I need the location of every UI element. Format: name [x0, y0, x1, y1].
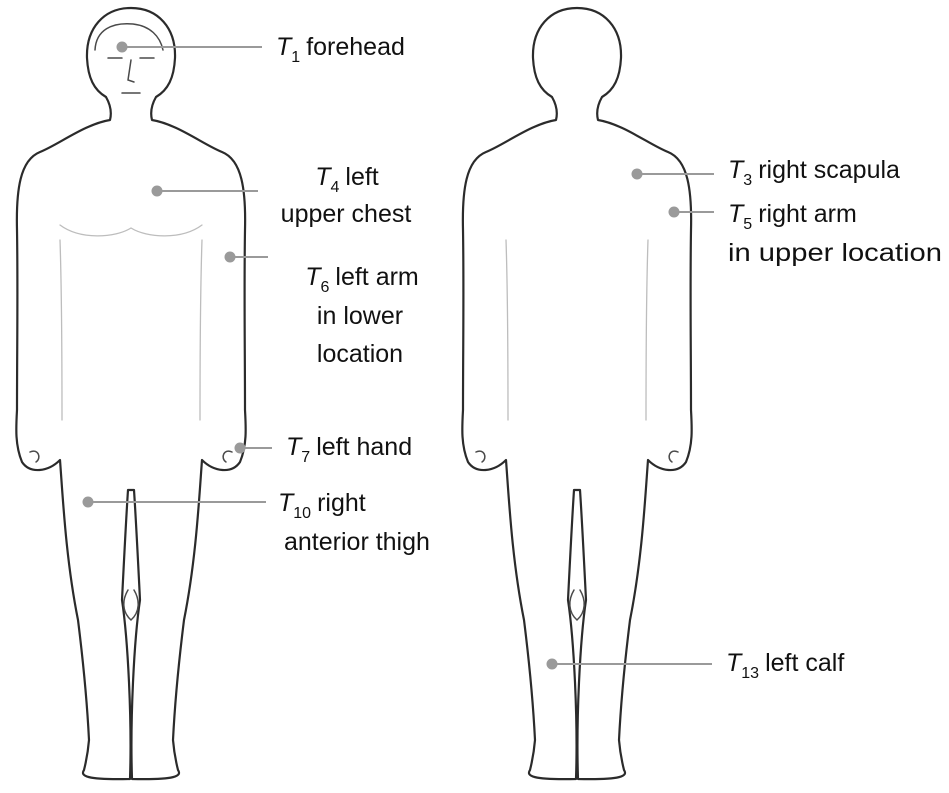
t7-leader [235, 443, 273, 454]
t10-sensor-marker [83, 497, 94, 508]
t3-sensor-marker [632, 169, 643, 180]
t4-label-line2: upper chest [281, 200, 412, 228]
front-body-outline [16, 8, 245, 779]
t5-sensor-marker [669, 207, 680, 218]
t1-sensor-marker [117, 42, 128, 53]
front-body-figure [16, 8, 245, 779]
t6-label-line2: in lower [317, 302, 403, 330]
front-knee-gap [124, 590, 138, 620]
t7-sensor-marker [235, 443, 246, 454]
t6-sensor-marker [225, 252, 236, 263]
t4-sensor-marker [152, 186, 163, 197]
back-knee-gap [570, 590, 584, 620]
t10-label-line2: anterior thigh [284, 528, 430, 556]
t6-leader [225, 252, 269, 263]
t6-label-line3: location [317, 340, 403, 368]
t13-sensor-marker [547, 659, 558, 670]
t5-label-line2: in upper location [728, 239, 942, 267]
